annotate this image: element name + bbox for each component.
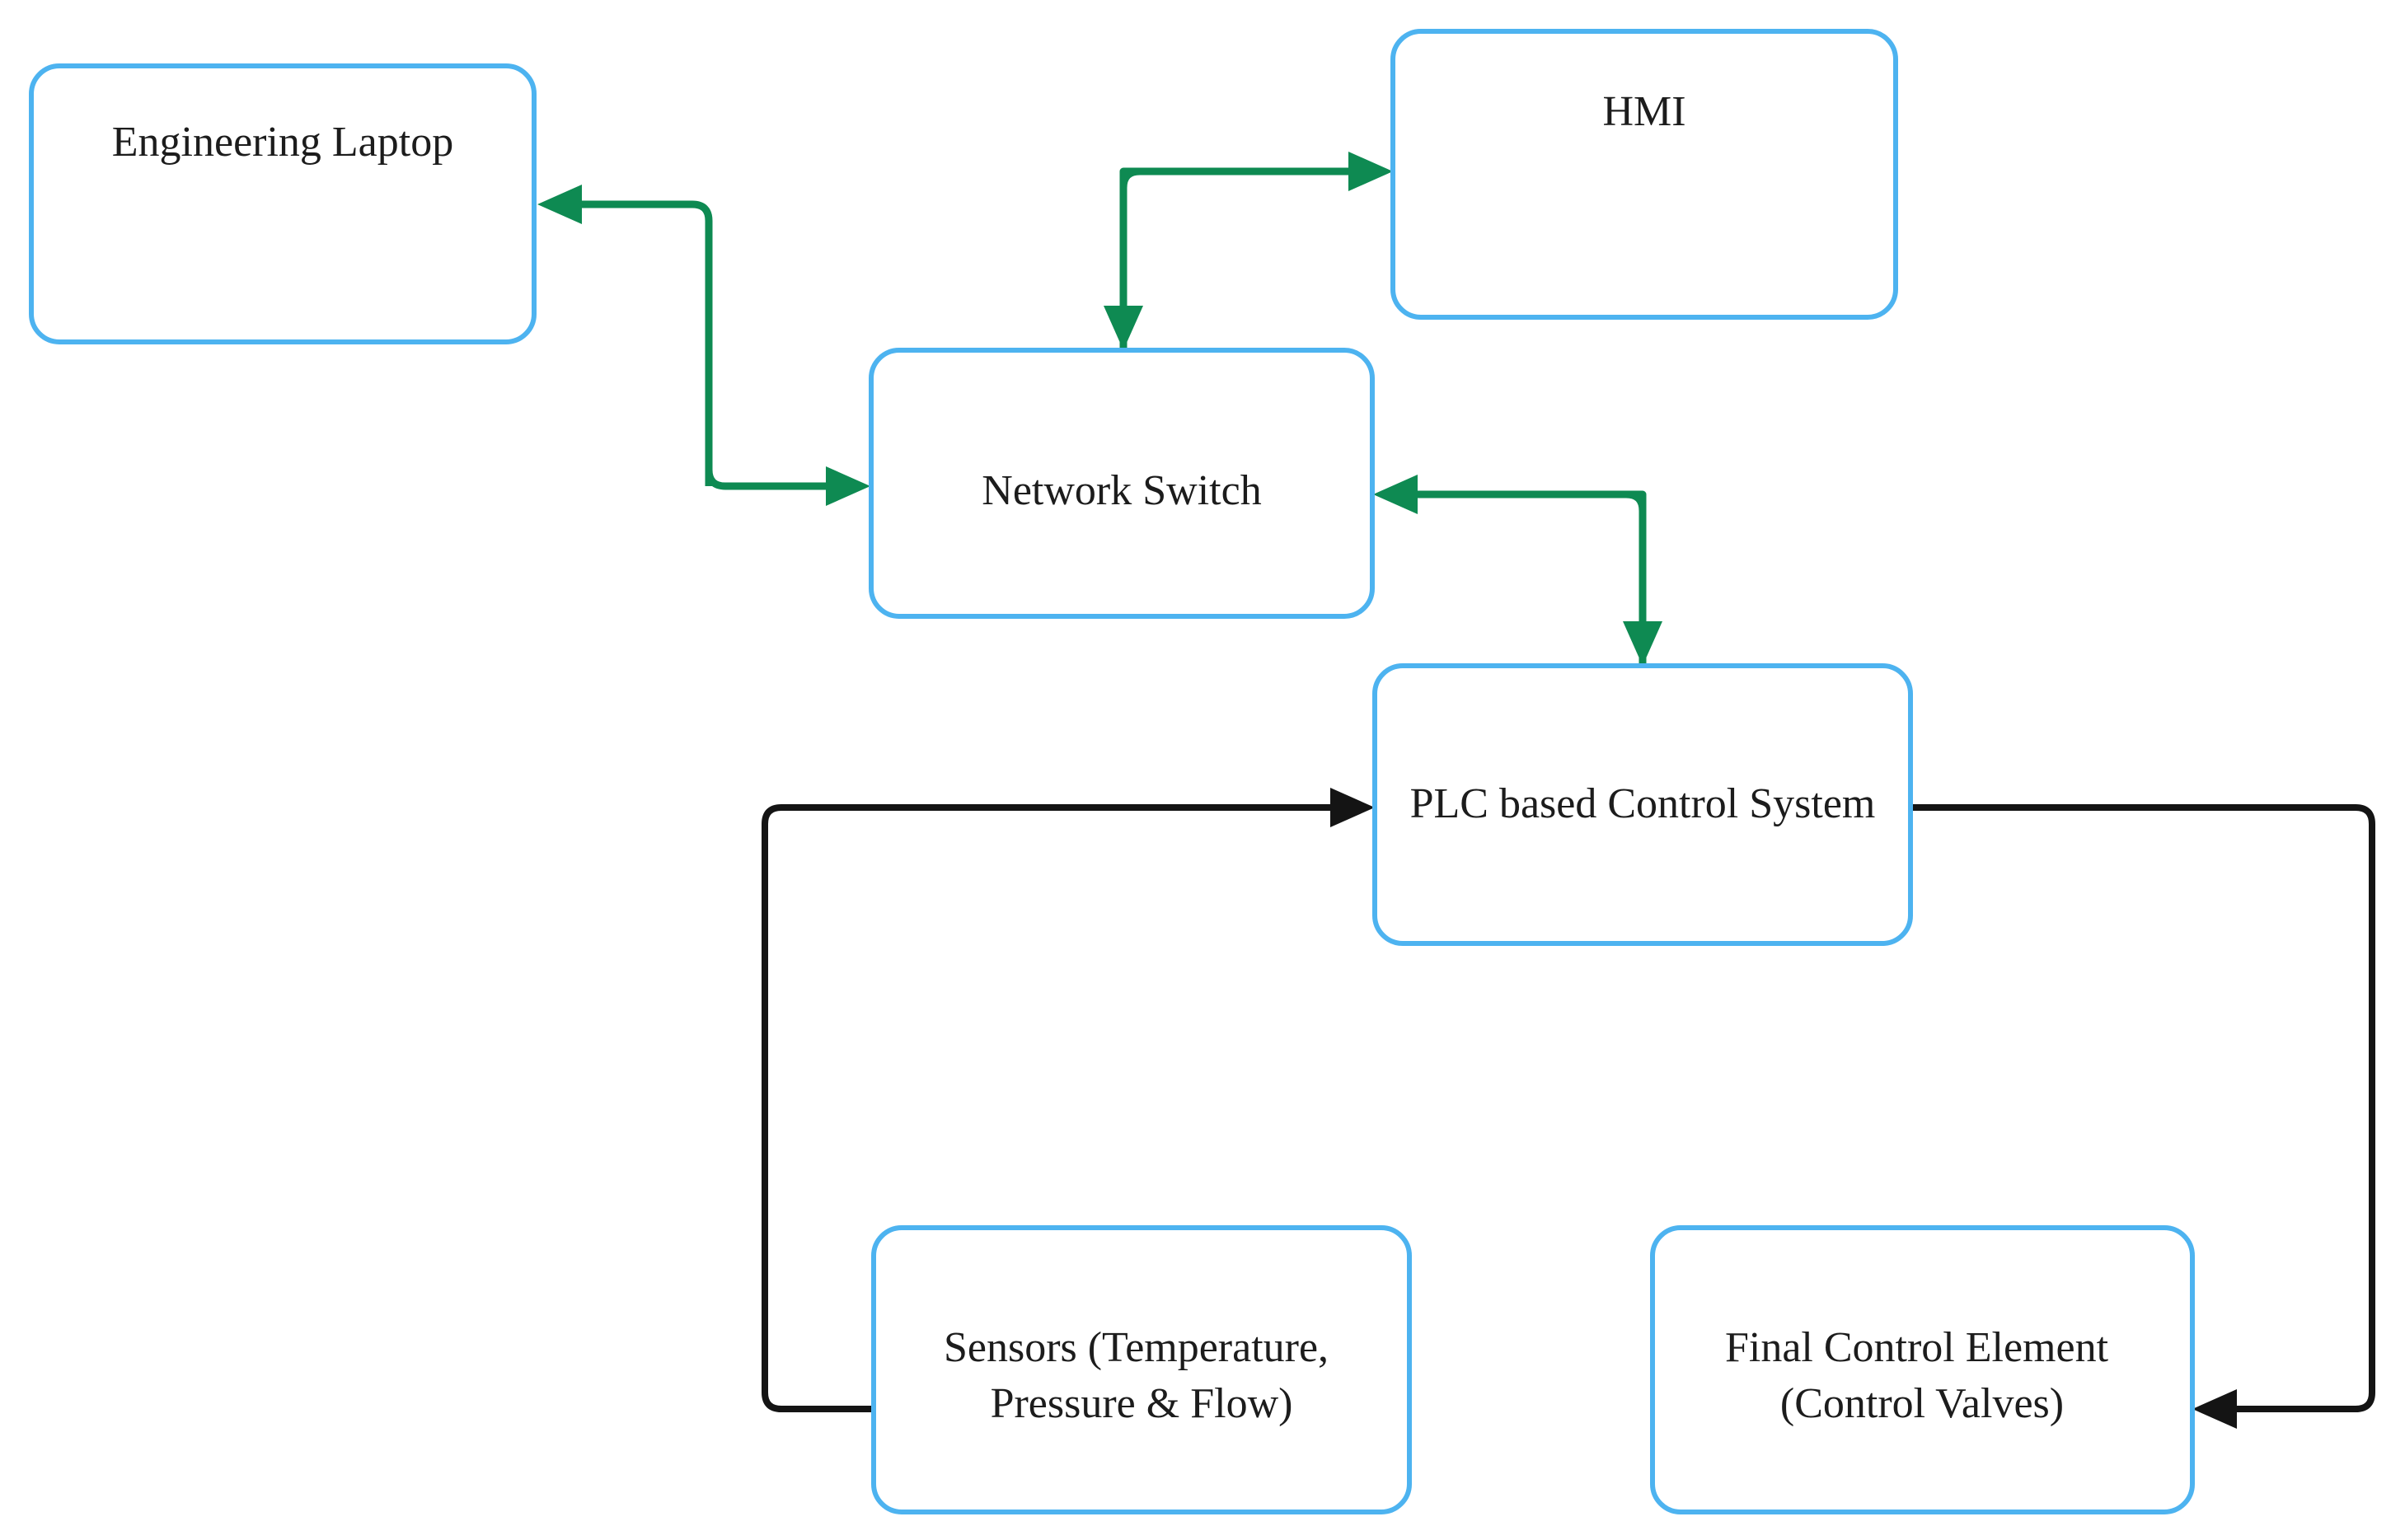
edge-network-switch-to-plc bbox=[1623, 490, 1662, 666]
node-box-hmi[interactable] bbox=[1390, 29, 1898, 320]
node-sensors[interactable]: Sensors (Temperature, Pressure & Flow) bbox=[871, 1225, 1412, 1514]
edge-sensors-to-plc bbox=[762, 788, 1375, 1412]
node-plc-control-system[interactable]: PLC based Control System bbox=[1372, 663, 1913, 946]
node-engineering-laptop[interactable]: Engineering Laptop bbox=[29, 63, 537, 344]
node-box-plc-control-system[interactable] bbox=[1372, 663, 1913, 946]
node-final-control-element[interactable]: Final Control Element (Control Valves) bbox=[1650, 1225, 2195, 1514]
node-label-engineering-laptop: Engineering Laptop bbox=[112, 119, 453, 166]
edge-engineering-laptop-to-network-switch bbox=[705, 221, 870, 506]
node-box-sensors[interactable] bbox=[871, 1225, 1412, 1514]
node-label-final-control-element: Final Control Element (Control Valves) bbox=[1725, 1324, 2119, 1427]
edge-plc-to-network-switch bbox=[1373, 475, 1647, 666]
node-box-engineering-laptop[interactable] bbox=[29, 63, 537, 344]
edge-hmi-to-network-switch bbox=[1104, 167, 1143, 350]
node-box-network-switch[interactable] bbox=[869, 348, 1375, 619]
node-box-final-control-element[interactable] bbox=[1650, 1225, 2195, 1514]
edge-network-switch-to-engineering-laptop bbox=[537, 185, 713, 486]
node-network-switch[interactable]: Network Switch bbox=[869, 348, 1375, 619]
node-label-hmi: HMI bbox=[1602, 88, 1685, 135]
node-hmi[interactable]: HMI bbox=[1390, 29, 1898, 320]
node-label-sensors: Sensors (Temperature, Pressure & Flow) bbox=[944, 1324, 1339, 1427]
edge-network-switch-to-hmi bbox=[1119, 152, 1393, 350]
node-label-plc-control-system: PLC based Control System bbox=[1410, 780, 1876, 827]
edge-plc-to-final-control-element bbox=[1910, 804, 2375, 1429]
node-label-network-switch: Network Switch bbox=[982, 467, 1261, 514]
